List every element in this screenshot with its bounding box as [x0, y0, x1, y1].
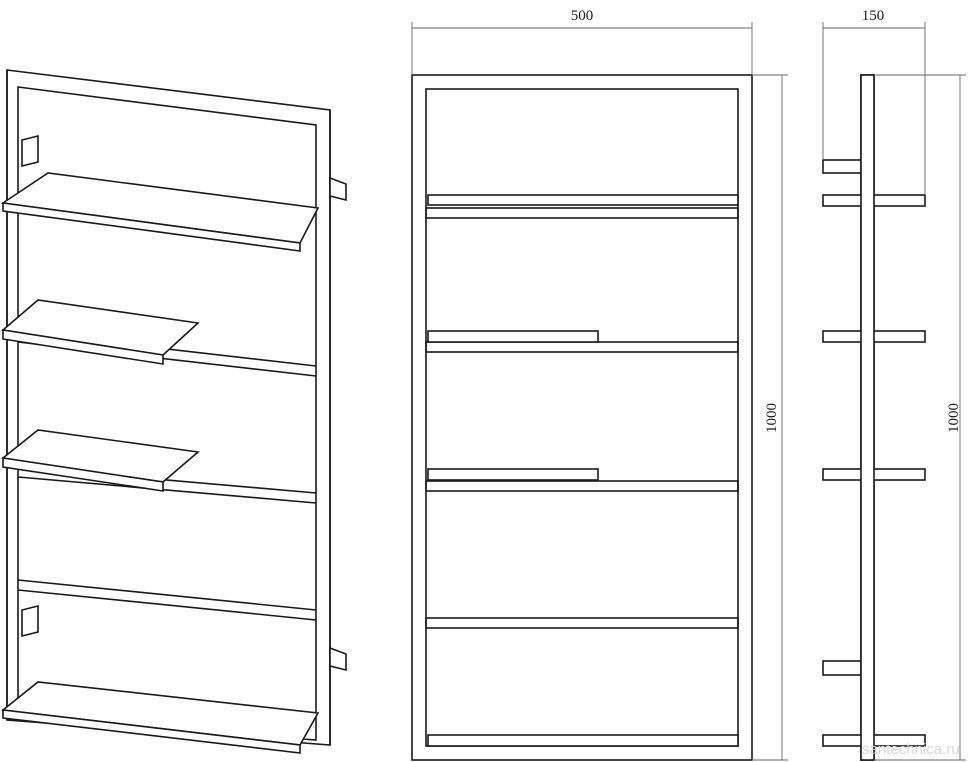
- iso-shelf-long-edge: [2, 202, 301, 252]
- front-shelf-short: [427, 468, 599, 481]
- iso-frame-outer: [6, 69, 331, 746]
- front-rail: [425, 480, 739, 492]
- front-shelf-long: [427, 734, 739, 747]
- dimension-height-label: 1000: [764, 403, 780, 433]
- side-view: 150 1000: [822, 8, 966, 761]
- front-rail: [425, 341, 739, 353]
- isometric-view: [0, 69, 347, 754]
- iso-shelf-long-edge: [2, 709, 301, 754]
- dimension-width-label: 500: [571, 8, 594, 24]
- dimension-depth-label: 150: [862, 8, 885, 24]
- side-bracket: [822, 660, 862, 676]
- iso-bracket: [21, 134, 39, 168]
- iso-bracket: [329, 646, 347, 672]
- front-rail: [425, 617, 739, 629]
- iso-shelf-short-edge: [2, 329, 164, 365]
- front-frame-outer: [411, 74, 753, 761]
- front-frame-inner: [425, 88, 739, 747]
- front-rail: [425, 207, 739, 219]
- front-view: 500 1000: [411, 8, 788, 761]
- watermark: santechnica.ru: [862, 741, 960, 758]
- iso-shelf-short-edge: [2, 457, 164, 492]
- front-shelf-long: [427, 194, 739, 206]
- dimension-side-height-label: 1000: [946, 403, 962, 433]
- iso-bracket: [21, 604, 39, 638]
- front-shelf-short: [427, 330, 599, 343]
- iso-frame-inner: [17, 86, 317, 741]
- iso-bracket: [329, 176, 347, 202]
- side-bracket: [822, 159, 862, 174]
